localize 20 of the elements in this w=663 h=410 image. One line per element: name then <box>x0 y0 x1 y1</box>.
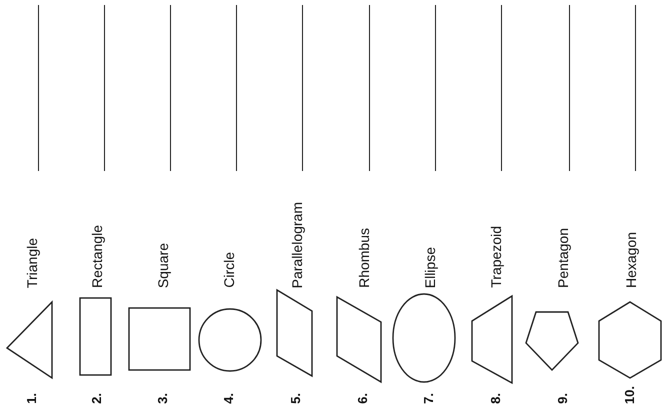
item-number: 2. <box>89 393 105 404</box>
item-number: 5. <box>288 393 304 404</box>
item-number: 1. <box>24 393 40 404</box>
shape-name: Trapezoid <box>488 226 504 288</box>
shape-name: Rhombus <box>356 228 372 288</box>
item-number: 3. <box>155 393 171 404</box>
item-number: 10. <box>622 386 638 404</box>
item-number: 7. <box>421 393 437 404</box>
item-number: 8. <box>488 393 504 404</box>
item-number: 9. <box>555 393 571 404</box>
shape-name: Square <box>155 243 171 288</box>
shape-name: Hexagon <box>623 232 639 288</box>
shape-name: Ellipse <box>422 247 438 288</box>
shape-name: Pentagon <box>555 228 571 288</box>
item-number: 6. <box>355 393 371 404</box>
shape-name: Rectangle <box>89 225 105 288</box>
shape-name: Parallelogram <box>289 202 305 288</box>
shape-name: Circle <box>221 252 237 288</box>
item-number: 4. <box>221 393 237 404</box>
shape-name: Triangle <box>24 238 40 288</box>
